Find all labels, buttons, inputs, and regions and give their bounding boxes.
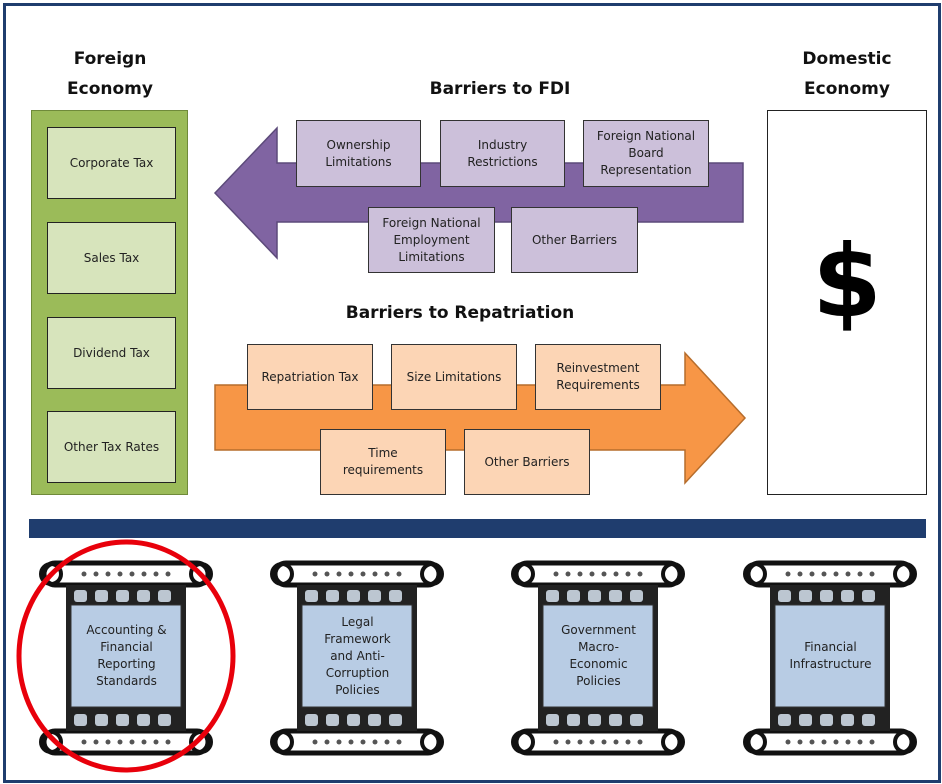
tax-box-corporate: Corporate Tax xyxy=(47,127,176,199)
dollar-sign: $ xyxy=(812,223,882,340)
repatriation-barrier-time: Time requirements xyxy=(320,429,446,495)
fdi-barrier-ownership: Ownership Limitations xyxy=(296,120,421,187)
pillar-4 xyxy=(743,560,917,756)
pillar-label-accounting: Accounting & Financial Reporting Standar… xyxy=(86,623,167,688)
highlight-circle xyxy=(16,539,236,773)
fdi-barrier-industry: Industry Restrictions xyxy=(440,120,565,187)
tax-box-dividend: Dividend Tax xyxy=(47,317,176,389)
domestic-economy-column xyxy=(767,110,927,495)
foreign-economy-heading: Foreign Economy xyxy=(67,49,153,99)
pillar-label-legal: Legal Framework and Anti- Corruption Pol… xyxy=(324,614,391,697)
fdi-arrow xyxy=(213,126,744,260)
pillar-label-infrastructure: Financial Infrastructure xyxy=(789,640,872,671)
pillar-2 xyxy=(270,560,444,756)
pillar-1 xyxy=(39,560,213,756)
tax-box-sales: Sales Tax xyxy=(47,222,176,294)
repatriation-barrier-tax: Repatriation Tax xyxy=(247,344,373,410)
tax-box-other: Other Tax Rates xyxy=(47,411,176,483)
pillar-graphics xyxy=(39,560,917,756)
repatriation-barrier-size: Size Limitations xyxy=(391,344,517,410)
fdi-barrier-other: Other Barriers xyxy=(511,207,638,273)
repatriation-barrier-other: Other Barriers xyxy=(464,429,590,495)
pillar-label-government: Government Macro- Economic Policies xyxy=(561,623,636,688)
fdi-barrier-board: Foreign National Board Representation xyxy=(583,120,709,187)
domestic-economy-heading: Domestic Economy xyxy=(802,49,892,99)
barriers-fdi-heading: Barriers to FDI xyxy=(429,79,571,99)
fdi-barrier-employment: Foreign National Employment Limitations xyxy=(368,207,495,273)
repatriation-barrier-reinvestment: Reinvestment Requirements xyxy=(535,344,661,410)
pillar-3 xyxy=(511,560,685,756)
foundation-bar xyxy=(29,519,926,538)
barriers-repatriation-heading: Barriers to Repatriation xyxy=(345,303,575,323)
